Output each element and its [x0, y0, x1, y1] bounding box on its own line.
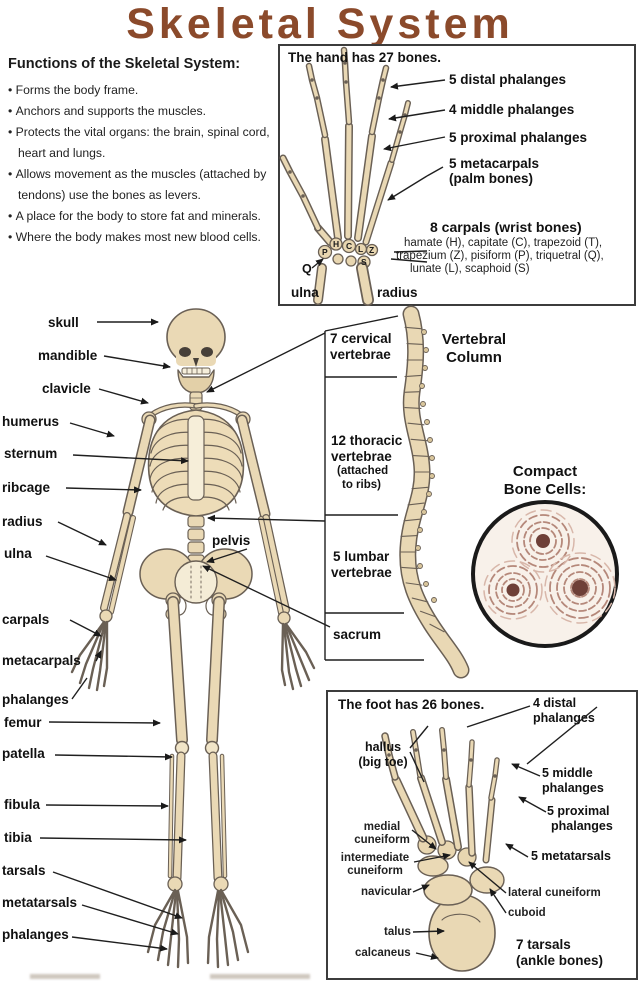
skeleton-label-metacarpals: metacarpals	[2, 653, 81, 668]
vertebral-thoracic-line4: to ribs)	[342, 479, 381, 491]
skeleton-label-fibula: fibula	[4, 797, 40, 812]
foot-label-proximal-line1: 5 proximal	[547, 804, 610, 818]
bone-cells-title-line1: Compact	[512, 463, 578, 480]
carpal-letter-h: H	[333, 239, 340, 249]
foot-label-tarsals-line2: (ankle bones)	[516, 953, 604, 968]
skeleton-label-patella: patella	[2, 746, 45, 761]
skeleton-label-sternum: sternum	[4, 446, 58, 461]
skeleton-label-tarsals: tarsals	[2, 863, 46, 878]
carpal-letter-p: P	[322, 247, 328, 257]
hand-carpals-line2: trapezium (Z), pisiform (P), triquetral …	[396, 250, 604, 262]
foot-label-medial-line1: medial	[363, 821, 401, 833]
vertebral-thoracic-line3: (attached	[337, 465, 389, 477]
foot-label-distal-line1: 4 distal	[533, 696, 577, 710]
skeleton-label-radius: radius	[2, 514, 43, 529]
function-item: Anchors and supports the muscles.	[8, 101, 296, 122]
hand-label-middle: 4 middle phalanges	[449, 102, 575, 117]
skeleton-figure	[70, 308, 316, 969]
hand-label-ulna: ulna	[291, 285, 319, 300]
skeleton-label-ulna: ulna	[4, 546, 32, 561]
function-item: Forms the body frame.	[8, 80, 296, 101]
vertebral-thoracic-line1: 12 thoracic	[331, 433, 403, 448]
hand-carpals-line3: lunate (L), scaphoid (S)	[410, 263, 530, 275]
hand-label-q: Q	[302, 262, 312, 276]
skeleton-label-femur: femur	[4, 715, 42, 730]
function-item: Where the body makes most new blood cell…	[8, 227, 296, 248]
function-item: Allows movement as the muscles (attached…	[8, 164, 296, 206]
hand-diagram	[279, 46, 411, 306]
foot-label-calcaneus: calcaneus	[355, 947, 411, 959]
hand-label-radius: radius	[377, 285, 418, 300]
carpal-letter-c: C	[346, 241, 353, 251]
vertebral-lumbar-line1: 5 lumbar	[333, 549, 390, 564]
foot-label-lateral-cuneiform: lateral cuneiform	[508, 887, 601, 899]
page-title: Skeletal System	[126, 0, 514, 48]
cropped-text-fragment	[30, 974, 100, 979]
functions-heading: Functions of the Skeletal System:	[8, 56, 241, 72]
vertebral-cervical-line2: vertebrae	[330, 347, 391, 362]
vertebral-column-title-line1: Vertebral	[441, 331, 507, 348]
foot-label-talus: talus	[384, 926, 411, 938]
carpal-letter-z: Z	[369, 245, 375, 255]
hand-label-metacarpals: 5 metacarpals	[449, 156, 540, 171]
skeleton-label-carpals: carpals	[2, 612, 50, 627]
functions-list: Forms the body frame. Anchors and suppor…	[8, 80, 296, 248]
skeleton-label-phalanges-foot: phalanges	[2, 927, 69, 942]
bone-cells-diagram	[471, 500, 619, 648]
hand-carpals-heading: 8 carpals (wrist bones)	[430, 219, 582, 235]
hand-carpals-line1: hamate (H), capitate (C), trapezoid (T),	[404, 237, 603, 249]
foot-label-intermediate-line1: intermediate	[340, 852, 410, 864]
vertebral-cervical-line1: 7 cervical	[330, 331, 392, 346]
foot-label-tarsals-line1: 7 tarsals	[516, 937, 571, 952]
foot-label-intermediate-line2: cuneiform	[347, 865, 403, 877]
foot-label-cuboid: cuboid	[508, 907, 546, 919]
foot-box-title: The foot has 26 bones.	[338, 697, 485, 712]
bone-cells-title-line2: Bone Cells:	[503, 481, 587, 498]
hand-label-proximal: 5 proximal phalanges	[449, 130, 588, 145]
foot-label-middle-line2: phalanges	[542, 781, 604, 795]
carpal-letter-s: S	[361, 257, 367, 267]
foot-label-metatarsals: 5 metatarsals	[531, 849, 611, 863]
function-item: Protects the vital organs: the brain, sp…	[8, 122, 296, 164]
skeleton-label-metatarsals: metatarsals	[2, 895, 78, 910]
function-item: A place for the body to store fat and mi…	[8, 206, 296, 227]
hand-box-title: The hand has 27 bones.	[288, 50, 442, 65]
skeleton-label-humerus: humerus	[2, 414, 60, 429]
skeleton-label-pelvis: pelvis	[212, 533, 251, 548]
foot-label-middle-line1: 5 middle	[542, 766, 593, 780]
spine-diagram	[399, 305, 470, 679]
vertebral-thoracic-line2: vertebrae	[331, 449, 392, 464]
cropped-text-fragment	[210, 974, 310, 979]
carpal-letter-l: L	[358, 244, 364, 254]
skeleton-label-phalanges-hand: phalanges	[2, 692, 69, 707]
skeleton-label-tibia: tibia	[4, 830, 32, 845]
foot-label-hallus-line2: (big toe)	[358, 755, 408, 769]
foot-label-hallus-line1: hallus	[364, 740, 402, 754]
vertebral-column-title-line2: Column	[446, 349, 502, 366]
skeleton-label-skull: skull	[48, 315, 79, 330]
foot-label-proximal-line2: phalanges	[551, 819, 613, 833]
skeleton-label-ribcage: ribcage	[2, 480, 51, 495]
foot-label-distal-line2: phalanges	[533, 711, 595, 725]
vertebral-sacrum-label: sacrum	[333, 627, 382, 642]
hand-label-distal: 5 distal phalanges	[449, 72, 567, 87]
skeleton-label-mandible: mandible	[38, 348, 98, 363]
functions-section: Functions of the Skeletal System: Forms …	[8, 56, 296, 248]
vertebral-lumbar-line2: vertebrae	[331, 565, 392, 580]
skeleton-label-clavicle: clavicle	[42, 381, 91, 396]
foot-label-medial-line2: cuneiform	[354, 834, 410, 846]
foot-label-navicular: navicular	[361, 886, 412, 898]
hand-label-metacarpals-sub: (palm bones)	[449, 171, 534, 186]
